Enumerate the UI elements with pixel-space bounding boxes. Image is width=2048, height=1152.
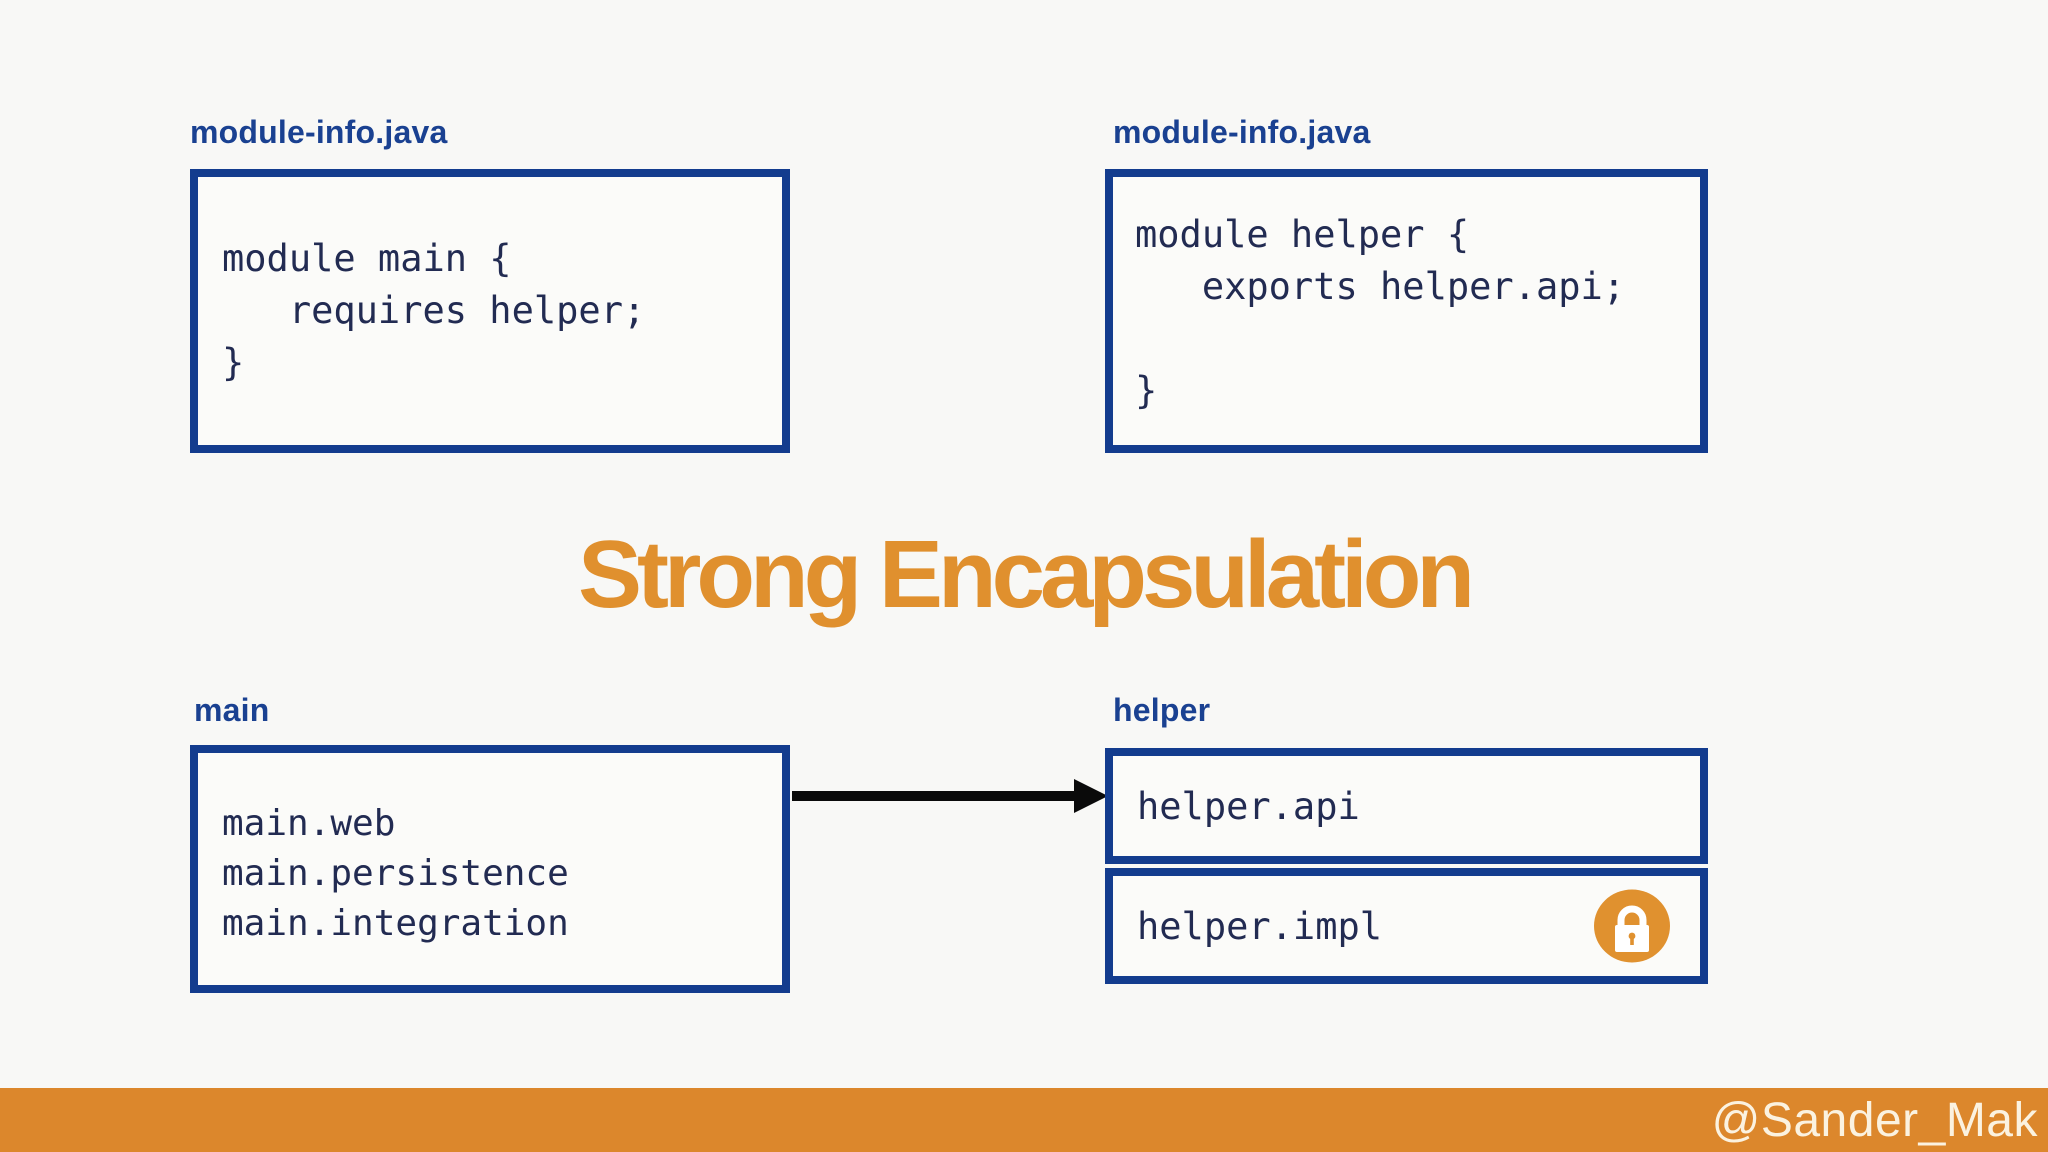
main-module-label: main xyxy=(194,692,270,728)
package-name: main.integration xyxy=(222,903,569,944)
top-right-file-label: module-info.java xyxy=(1113,114,1371,150)
main-module-info-box: module main { requires helper; } xyxy=(190,169,790,453)
helper-api-box: helper.api xyxy=(1105,748,1708,864)
main-module-box: main.web main.persistence main.integrati… xyxy=(190,745,790,993)
top-left-file-label: module-info.java xyxy=(190,114,448,150)
helper-module-label: helper xyxy=(1113,692,1211,728)
helper-impl-box: helper.impl xyxy=(1105,868,1708,984)
main-module-info-code: module main { requires helper; } xyxy=(222,237,646,384)
lock-icon xyxy=(1594,889,1670,963)
package-name: helper.api xyxy=(1137,784,1360,828)
dependency-arrow-head xyxy=(1074,779,1108,813)
package-name: main.web xyxy=(222,803,396,844)
twitter-handle: @Sander_Mak xyxy=(1711,1093,2038,1147)
helper-module-info-box: module helper { exports helper.api; } xyxy=(1105,169,1708,453)
package-name: main.persistence xyxy=(222,853,569,894)
footer-bar: @Sander_Mak xyxy=(0,1088,2048,1152)
package-name: helper.impl xyxy=(1137,904,1383,948)
dependency-arrow-shaft xyxy=(792,791,1078,801)
helper-module-info-code: module helper { exports helper.api; } xyxy=(1135,213,1626,412)
slide-title: Strong Encapsulation xyxy=(577,521,1475,628)
main-package-list: main.web main.persistence main.integrati… xyxy=(198,753,782,949)
